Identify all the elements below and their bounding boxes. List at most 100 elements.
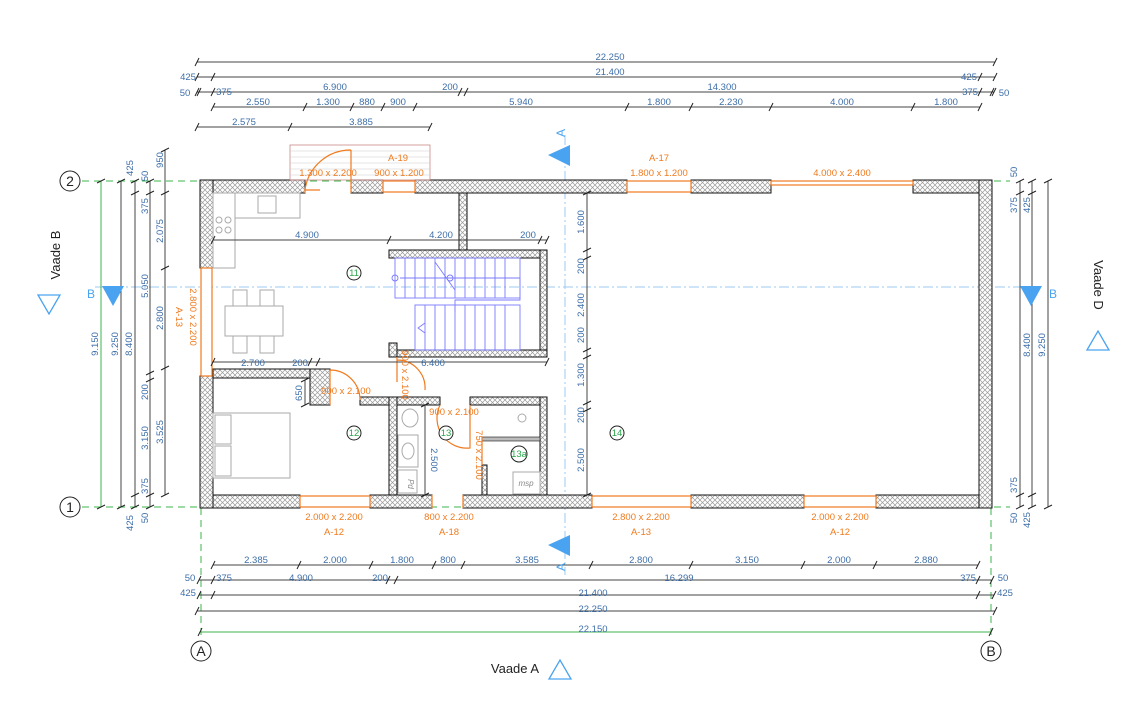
dimension-line — [210, 235, 216, 245]
dimension-line — [1015, 190, 1025, 196]
dimension-line — [991, 590, 997, 600]
section-a-top: A — [554, 129, 568, 137]
opening-size: 900 x 2.100 — [429, 407, 479, 418]
dim-label: 200 — [576, 327, 587, 343]
dim-label: 375 — [140, 478, 151, 494]
dim-label: 425 — [180, 588, 196, 599]
view-a-triangle-icon — [547, 658, 573, 680]
dimension-line — [582, 492, 592, 498]
dimension-lines — [96, 57, 1053, 637]
dim-label: 4.000 — [830, 97, 854, 108]
view-d-triangle-icon — [1085, 329, 1111, 351]
staircase[interactable] — [391, 257, 521, 351]
dim-label: 2.000 — [323, 555, 347, 566]
dim-label: 2.800 — [155, 306, 166, 330]
dimension-line — [145, 504, 155, 510]
dim-label: 2.230 — [719, 97, 743, 108]
dimension-line — [386, 235, 392, 245]
dimension-line — [210, 560, 216, 570]
dim-label: 14.300 — [707, 82, 736, 93]
dimension-line — [210, 87, 216, 97]
dimension-line — [196, 575, 202, 585]
dimension-line — [582, 407, 592, 413]
dim-label: 2.800 — [629, 555, 653, 566]
dimension-line — [1015, 504, 1025, 510]
opening-size: 1.300 x 2.200 — [299, 168, 357, 179]
dimension-line — [1027, 504, 1037, 510]
dimension-line — [160, 365, 170, 371]
view-d-label: Vaade D — [1091, 260, 1106, 310]
washer-label: Pd — [406, 479, 415, 489]
dim-label: 50 — [1009, 167, 1020, 178]
dimension-line — [872, 560, 878, 570]
dim-label: 2.550 — [246, 97, 270, 108]
section-a-bottom: A — [554, 563, 568, 571]
dim-label: 375 — [140, 198, 151, 214]
dimension-line — [688, 560, 694, 570]
dim-label: 200 — [576, 407, 587, 423]
dim-label: 200 — [520, 230, 536, 241]
dimension-line — [96, 504, 106, 510]
dim-label: 16.299 — [664, 573, 693, 584]
dimension-line — [537, 235, 543, 245]
dim-label: 375 — [960, 573, 976, 584]
dimension-line — [1043, 178, 1053, 184]
dim-label: 3.885 — [349, 117, 373, 128]
dimension-line — [975, 575, 981, 585]
dimension-line — [145, 370, 155, 376]
dim-label: 2.880 — [914, 555, 938, 566]
dimension-line — [197, 627, 203, 637]
dim-label: 50 — [185, 573, 196, 584]
dim-label: 50 — [140, 513, 151, 524]
room-number: 12 — [349, 428, 360, 439]
dim-label: 425 — [125, 160, 136, 176]
dim-label: 1.600 — [576, 210, 587, 234]
dimension-line — [582, 347, 592, 353]
dimension-line — [1027, 492, 1037, 498]
dim-label: 4.900 — [295, 230, 319, 241]
dimension-line — [145, 178, 155, 184]
grid-bubbles — [59, 170, 1002, 662]
dim-label: 4.900 — [289, 573, 313, 584]
room-number: 13a — [511, 449, 528, 460]
dimension-line — [130, 492, 140, 498]
dimension-line — [385, 575, 391, 585]
dimension-line — [380, 102, 386, 112]
dim-label: 880 — [359, 97, 375, 108]
grid-axis-2: 2 — [66, 173, 74, 189]
openings — [200, 144, 914, 508]
dim-label: 800 — [440, 555, 456, 566]
grid-axis-b: B — [986, 643, 995, 659]
dim-label: 50 — [1009, 513, 1020, 524]
dimension-line — [210, 575, 216, 585]
dim-label: 3.525 — [155, 420, 166, 444]
dim-label: 425 — [997, 588, 1013, 599]
dim-label: 200 — [442, 82, 458, 93]
dim-total-bottom: 22.250 — [578, 604, 607, 615]
furniture — [212, 192, 541, 495]
dimension-line — [368, 560, 374, 570]
section-b-right: B — [1049, 287, 1057, 301]
dimension-line — [457, 87, 463, 97]
dimension-line — [460, 560, 466, 570]
dimension-line — [800, 560, 806, 570]
dim-label: 375 — [216, 573, 232, 584]
dim-label: 9.150 — [90, 332, 101, 356]
dim-label: 2.400 — [576, 293, 587, 317]
dimension-line — [989, 87, 995, 97]
dim-label: 50 — [998, 573, 1009, 584]
dim-label: 5.940 — [509, 97, 533, 108]
dimension-line — [349, 102, 355, 112]
dim-label: 50 — [180, 88, 191, 99]
dim-label: 425 — [961, 72, 977, 83]
dimension-line — [315, 357, 321, 367]
room-number: 14 — [612, 428, 623, 439]
dimension-line — [160, 265, 170, 271]
section-b-left: B — [87, 287, 95, 301]
dim-label: 900 — [390, 97, 406, 108]
dim-label: 1.800 — [934, 97, 958, 108]
dimension-line — [910, 102, 916, 112]
dimension-line — [210, 590, 216, 600]
dim-label: 375 — [1009, 477, 1020, 493]
dim-label: 425 — [1022, 512, 1033, 528]
